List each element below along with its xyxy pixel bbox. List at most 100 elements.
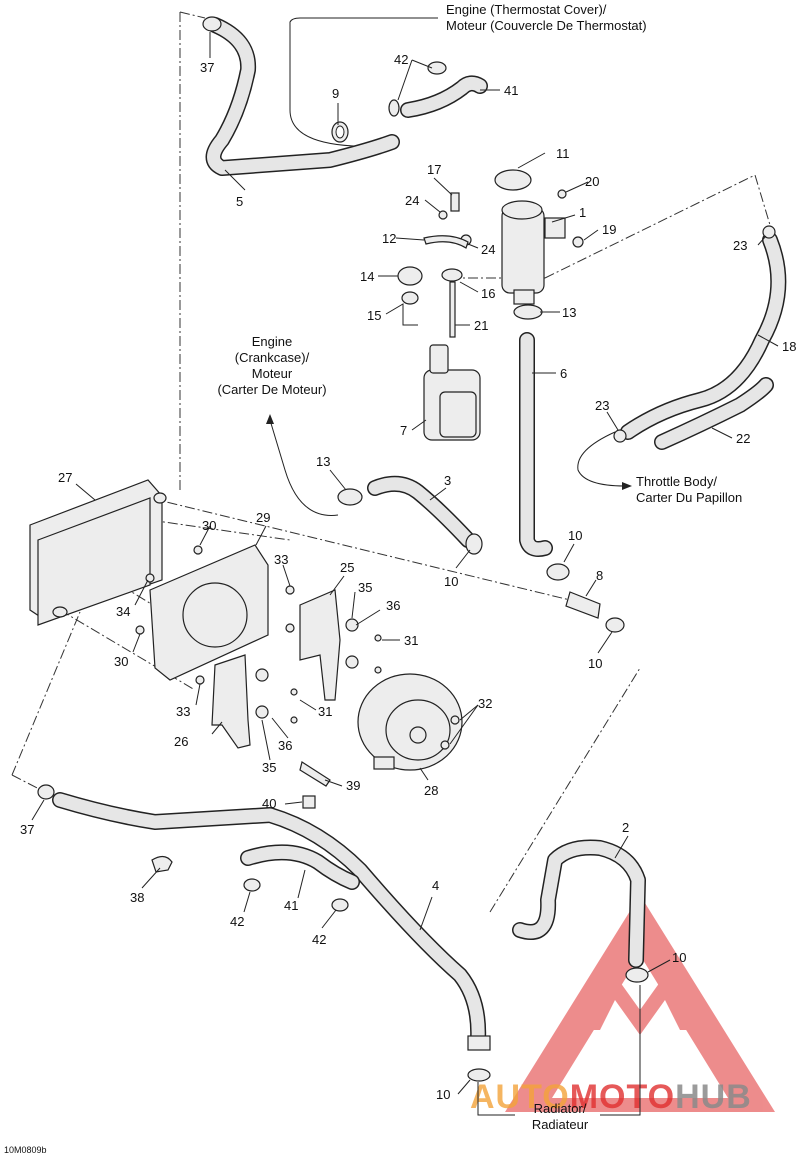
note-crankcase-line1: Engine [252, 334, 292, 349]
callout-2: 2 [622, 820, 629, 835]
hardware [135, 545, 460, 809]
reservoir-7 [423, 344, 481, 441]
callout-36-bottom: 36 [278, 738, 292, 753]
watermark-auto: AUTO [470, 1078, 570, 1116]
expansion-tank-1 [501, 200, 566, 305]
watermark-m-shape [585, 975, 695, 1035]
callout-37-bottom: 37 [20, 822, 34, 837]
callout-25: 25 [340, 560, 354, 575]
callout-8: 8 [596, 568, 603, 583]
callout-41-top: 41 [504, 83, 518, 98]
callout-21: 21 [474, 318, 488, 333]
hose-5 [205, 17, 400, 176]
note-throttle-body: Throttle Body/ Carter Du Papillon [636, 474, 742, 505]
callout-38: 38 [130, 890, 144, 905]
callout-numbers: 37 9 42 41 5 11 20 1 19 17 24 12 24 14 1… [20, 52, 796, 1102]
callout-32: 32 [478, 696, 492, 711]
hose-4 [37, 784, 491, 1082]
callout-10-right-bottom: 10 [588, 656, 602, 671]
bracket-26 [211, 654, 251, 749]
hose-18 [613, 225, 787, 443]
callout-3: 3 [444, 473, 451, 488]
watermark-triangle [505, 895, 775, 1112]
callout-31-top: 31 [404, 633, 418, 648]
callout-10-mid: 10 [444, 574, 458, 589]
note-crankcase-line3: Moteur [252, 366, 293, 381]
callout-22: 22 [736, 431, 750, 446]
callout-40: 40 [262, 796, 276, 811]
callout-33-bottom: 33 [176, 704, 190, 719]
clamp-37-top [202, 16, 222, 32]
callout-1: 1 [579, 205, 586, 220]
callout-16: 16 [481, 286, 495, 301]
callout-9: 9 [332, 86, 339, 101]
fitting-8 [546, 563, 625, 633]
watermark-hub: HUB [675, 1078, 752, 1116]
callout-42-top: 42 [394, 52, 408, 67]
cap-14 [397, 266, 423, 305]
callout-14: 14 [360, 269, 374, 284]
note-crankcase-line4: (Carter De Moteur) [217, 382, 326, 397]
callout-13-top: 13 [562, 305, 576, 320]
callout-28: 28 [424, 783, 438, 798]
callout-30-bottom: 30 [114, 654, 128, 669]
note-radiator: Radiator/ Radiateur [532, 1101, 589, 1132]
callout-10-bottom: 10 [436, 1087, 450, 1102]
note-crankcase-line2: (Crankcase)/ [235, 350, 310, 365]
callout-18: 18 [782, 339, 796, 354]
clamp-42-top [388, 61, 447, 117]
callout-20: 20 [585, 174, 599, 189]
callout-35-bottom: 35 [262, 760, 276, 775]
callout-15: 15 [367, 308, 381, 323]
callout-11: 11 [556, 146, 570, 161]
callout-leaders [31, 32, 779, 1095]
callout-19: 19 [602, 222, 616, 237]
callout-36-top: 36 [386, 598, 400, 613]
callout-24-right: 24 [481, 242, 495, 257]
callout-41-bottom: 41 [284, 898, 298, 913]
callout-27: 27 [58, 470, 72, 485]
hose-41-top [400, 75, 488, 118]
fan-shroud-29 [149, 544, 269, 681]
callout-4: 4 [432, 878, 439, 893]
hose-22 [654, 377, 774, 450]
callout-26: 26 [174, 734, 188, 749]
note-radiator-line1: Radiator/ [534, 1101, 587, 1116]
hose-3 [337, 475, 483, 555]
callout-42-bottom-left: 42 [230, 914, 244, 929]
hose-6 [513, 304, 553, 557]
note-thermostat-line2: Moteur (Couvercle De Thermostat) [446, 18, 647, 33]
fan-28 [357, 673, 463, 771]
callout-10-hose2: 10 [672, 950, 686, 965]
callout-37-top: 37 [200, 60, 214, 75]
note-crankcase: Engine (Crankcase)/ Moteur (Carter De Mo… [217, 334, 326, 397]
note-throttle-line1: Throttle Body/ [636, 474, 717, 489]
note-throttle-line2: Carter Du Papillon [636, 490, 742, 505]
callout-33-top: 33 [274, 552, 288, 567]
callout-5: 5 [236, 194, 243, 209]
callout-23-right: 23 [733, 238, 747, 253]
callout-6: 6 [560, 366, 567, 381]
bracket-25 [299, 589, 341, 701]
hose-2 [512, 839, 649, 983]
callout-24-left: 24 [405, 193, 419, 208]
callout-39: 39 [346, 778, 360, 793]
note-radiator-line2: Radiateur [532, 1117, 589, 1132]
note-thermostat-line1: Engine (Thermostat Cover)/ [446, 2, 607, 17]
hose-41-bottom [151, 844, 360, 912]
callout-12: 12 [382, 231, 396, 246]
callout-34: 34 [116, 604, 130, 619]
figure-code: 10M0809b [4, 1145, 47, 1155]
callout-10-right-top: 10 [568, 528, 582, 543]
callout-7: 7 [400, 423, 407, 438]
small-parts-top [423, 189, 584, 338]
callout-35-top: 35 [358, 580, 372, 595]
watermark-text: AUTOMOTOHUB [470, 1078, 752, 1116]
callout-17: 17 [427, 162, 441, 177]
cap-11 [494, 169, 532, 191]
watermark-moto: MOTO [570, 1078, 675, 1116]
callout-30-top: 30 [202, 518, 216, 533]
watermark-logo [505, 895, 775, 1112]
callout-29: 29 [256, 510, 270, 525]
